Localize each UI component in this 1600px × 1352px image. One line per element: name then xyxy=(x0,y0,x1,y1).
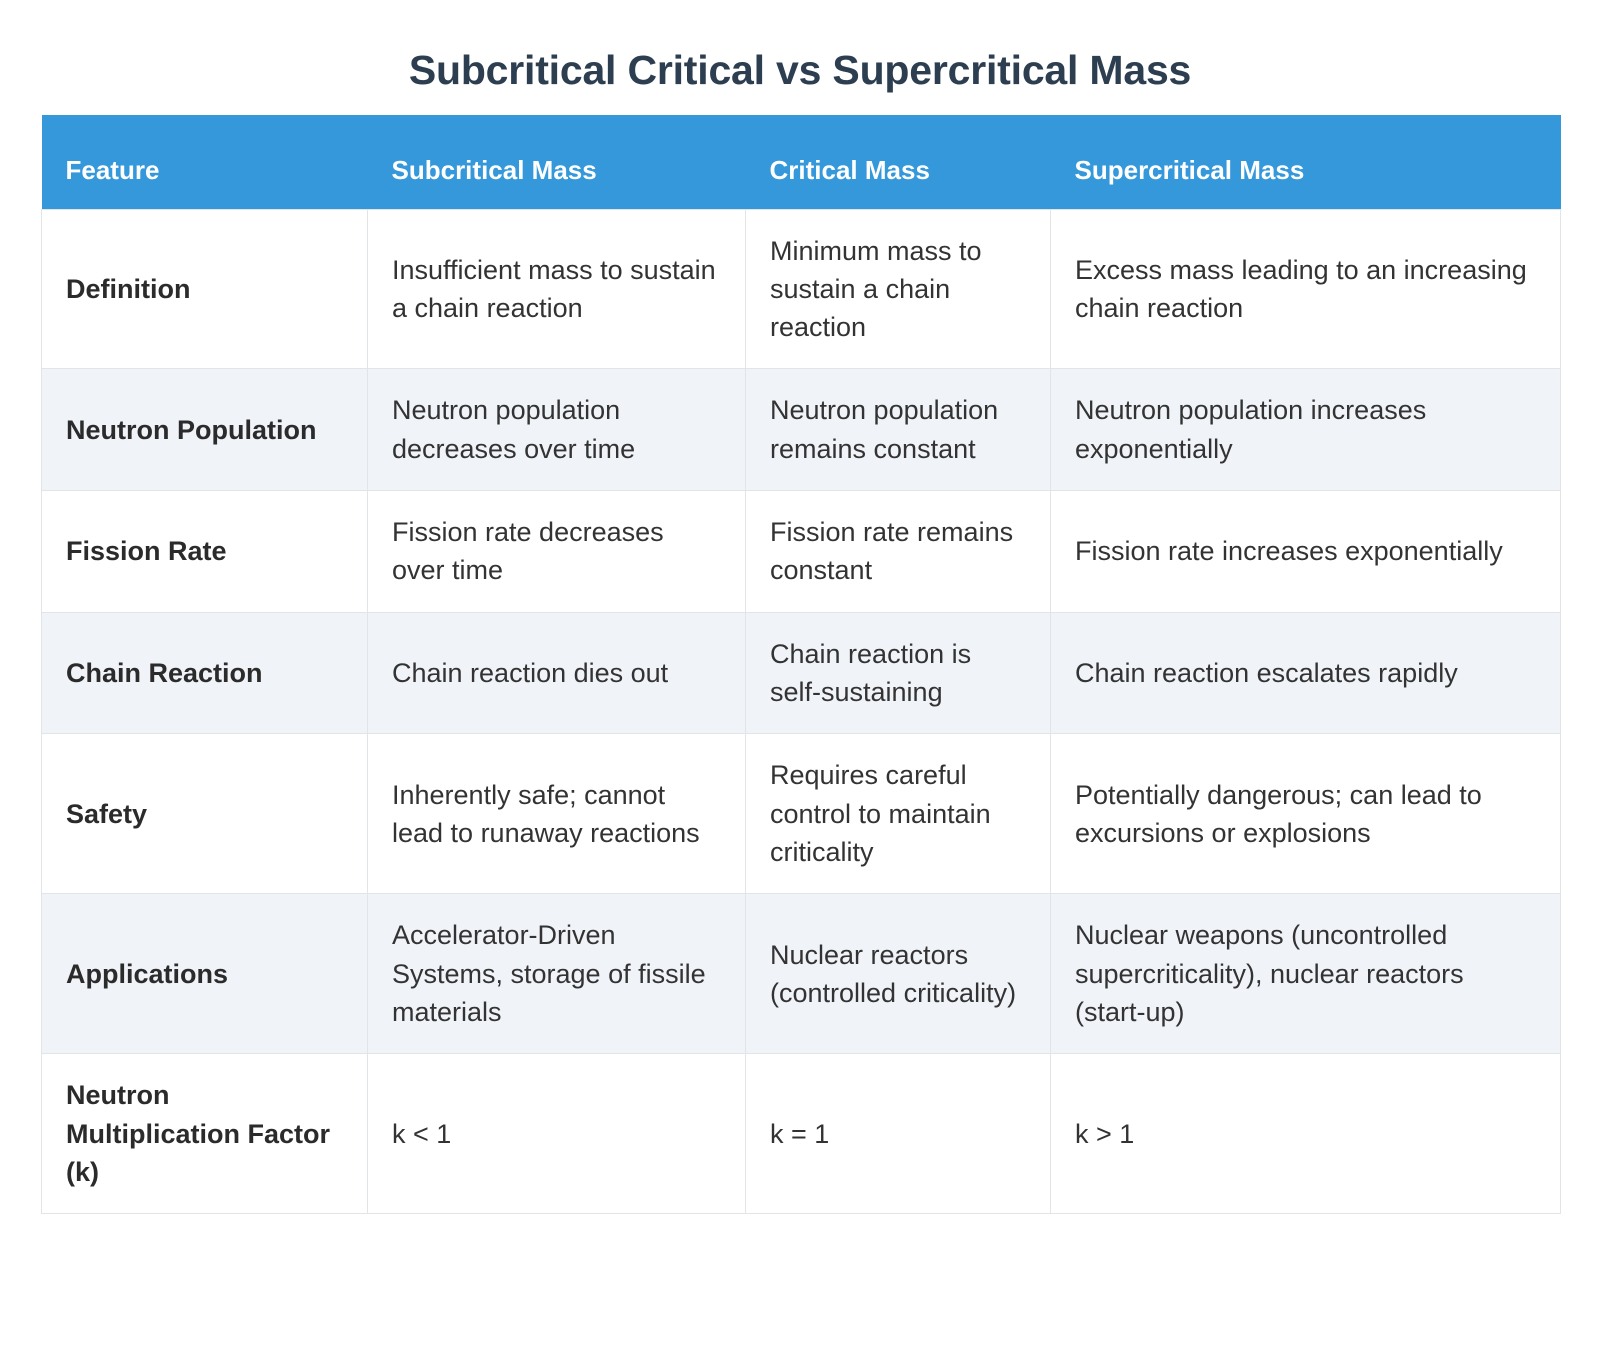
table-row: Definition Insufficient mass to sustain … xyxy=(41,208,1561,370)
cell-supercritical: Chain reaction escalates rapidly xyxy=(1050,611,1561,735)
table-header-row: Feature Subcritical Mass Critical Mass S… xyxy=(41,115,1561,209)
cell-supercritical: Excess mass leading to an increasing cha… xyxy=(1050,208,1561,370)
cell-supercritical: Nuclear weapons (uncontrolled supercriti… xyxy=(1050,893,1561,1055)
table-row: Chain Reaction Chain reaction dies out C… xyxy=(41,611,1561,735)
cell-subcritical: Insufficient mass to sustain a chain rea… xyxy=(367,208,746,370)
row-feature-label: Safety xyxy=(41,733,368,895)
cell-subcritical: Chain reaction dies out xyxy=(367,611,746,735)
column-header-critical: Critical Mass xyxy=(745,115,1051,209)
table-container: Feature Subcritical Mass Critical Mass S… xyxy=(41,115,1561,1215)
cell-supercritical: Potentially dangerous; can lead to excur… xyxy=(1050,733,1561,895)
column-header-supercritical: Supercritical Mass xyxy=(1050,115,1561,209)
row-feature-label: Definition xyxy=(41,208,368,370)
row-feature-label: Neutron Multiplication Factor (k) xyxy=(41,1053,368,1215)
table-row: Applications Accelerator-Driven Systems,… xyxy=(41,893,1561,1055)
table-row: Safety Inherently safe; cannot lead to r… xyxy=(41,733,1561,895)
column-header-feature: Feature xyxy=(41,115,368,209)
cell-critical: Nuclear reactors (controlled criticality… xyxy=(745,893,1051,1055)
cell-supercritical: Fission rate increases exponentially xyxy=(1050,490,1561,613)
page-title: Subcritical Critical vs Supercritical Ma… xyxy=(408,47,1192,93)
row-feature-label: Neutron Population xyxy=(41,368,368,492)
cell-critical: Fission rate remains constant xyxy=(745,490,1051,613)
table-row: Neutron Population Neutron population de… xyxy=(41,368,1561,492)
table-row: Neutron Multiplication Factor (k) k < 1 … xyxy=(41,1053,1561,1215)
cell-subcritical: Fission rate decreases over time xyxy=(367,490,746,613)
cell-subcritical: Neutron population decreases over time xyxy=(367,368,746,492)
cell-critical: Minimum mass to sustain a chain reaction xyxy=(745,208,1051,370)
row-feature-label: Chain Reaction xyxy=(41,611,368,735)
cell-subcritical: Inherently safe; cannot lead to runaway … xyxy=(367,733,746,895)
cell-critical: Requires careful control to maintain cri… xyxy=(745,733,1051,895)
row-feature-label: Applications xyxy=(41,893,368,1055)
cell-supercritical: Neutron population increases exponential… xyxy=(1050,368,1561,492)
cell-critical: k = 1 xyxy=(745,1053,1051,1215)
table-body: Definition Insufficient mass to sustain … xyxy=(41,208,1561,1215)
comparison-table: Feature Subcritical Mass Critical Mass S… xyxy=(41,115,1561,1215)
cell-critical: Chain reaction is self-sustaining xyxy=(745,611,1051,735)
table-row: Fission Rate Fission rate decreases over… xyxy=(41,490,1561,613)
table-header: Feature Subcritical Mass Critical Mass S… xyxy=(41,115,1561,209)
cell-critical: Neutron population remains constant xyxy=(745,368,1051,492)
column-header-subcritical: Subcritical Mass xyxy=(367,115,746,209)
row-feature-label: Fission Rate xyxy=(41,490,368,613)
cell-subcritical: Accelerator-Driven Systems, storage of f… xyxy=(367,893,746,1055)
cell-supercritical: k > 1 xyxy=(1050,1053,1561,1215)
cell-subcritical: k < 1 xyxy=(367,1053,746,1215)
